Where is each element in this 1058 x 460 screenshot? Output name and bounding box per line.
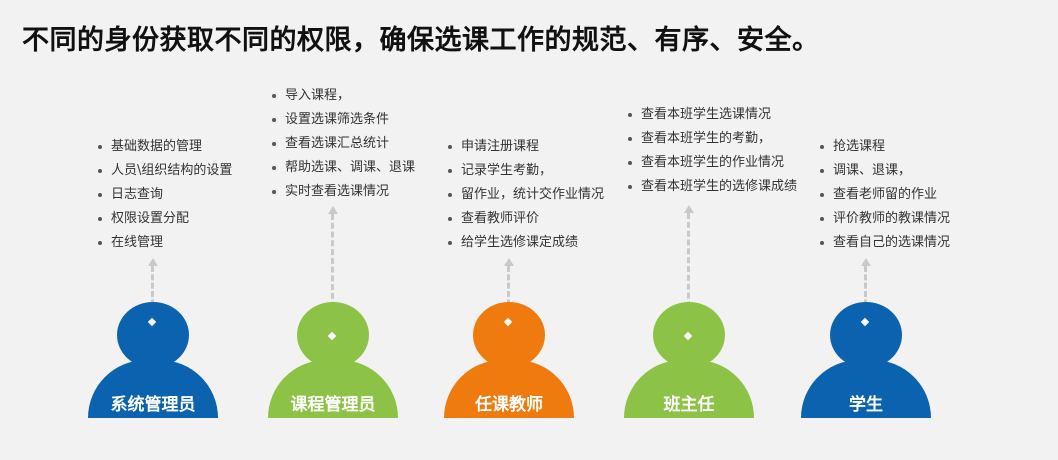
permission-list: 导入课程， 设置选课筛选条件 查看选课汇总统计 帮助选课、调课、退课 实时查看选… — [272, 84, 415, 204]
list-item: 留作业，统计交作业情况 — [448, 183, 604, 207]
permission-list: 抢选课程 调课、退课， 查看老师留的作业 评价教师的教课情况 查看自己的选课情况 — [820, 135, 950, 255]
role-label: 班主任 — [663, 395, 715, 415]
role-label: 课程管理员 — [290, 395, 376, 415]
list-item: 调课、退课， — [820, 159, 950, 183]
list-item: 查看老师留的作业 — [820, 183, 950, 207]
role-label: 学生 — [849, 395, 883, 415]
arrow-up-icon — [861, 258, 871, 266]
permission-list: 基础数据的管理 人员\组织结构的设置 日志查询 权限设置分配 在线管理 — [98, 135, 232, 255]
list-item: 在线管理 — [98, 231, 232, 255]
page-title: 不同的身份获取不同的权限，确保选课工作的规范、有序、安全。 — [22, 25, 820, 56]
dashed-connector — [507, 266, 510, 322]
role-label: 系统管理员 — [110, 395, 196, 415]
list-item: 权限设置分配 — [98, 207, 232, 231]
list-item: 帮助选课、调课、退课 — [272, 156, 415, 180]
role-label: 任课教师 — [475, 395, 543, 415]
list-item: 评价教师的教课情况 — [820, 207, 950, 231]
dashed-connector — [864, 266, 867, 322]
person-head-icon — [117, 302, 189, 368]
list-item: 查看教师评价 — [448, 207, 604, 231]
list-item: 查看自己的选课情况 — [820, 231, 950, 255]
list-item: 日志查询 — [98, 183, 232, 207]
list-item: 导入课程， — [272, 84, 415, 108]
list-item: 实时查看选课情况 — [272, 180, 415, 204]
list-item: 查看本班学生的选修课成绩 — [628, 175, 797, 199]
list-item: 基础数据的管理 — [98, 135, 232, 159]
person-head-icon — [473, 302, 545, 368]
list-item: 申请注册课程 — [448, 135, 604, 159]
dashed-connector — [151, 266, 154, 322]
list-item: 查看本班学生的作业情况 — [628, 151, 797, 175]
arrow-up-icon — [328, 206, 338, 214]
permission-list: 申请注册课程 记录学生考勤， 留作业，统计交作业情况 查看教师评价 给学生选修课… — [448, 135, 604, 255]
list-item: 给学生选修课定成绩 — [448, 231, 604, 255]
list-item: 抢选课程 — [820, 135, 950, 159]
arrow-up-icon — [684, 205, 694, 213]
dashed-connector — [331, 214, 334, 334]
list-item: 人员\组织结构的设置 — [98, 159, 232, 183]
arrow-up-icon — [504, 258, 514, 266]
list-item: 查看选课汇总统计 — [272, 132, 415, 156]
list-item: 查看本班学生选课情况 — [628, 103, 797, 127]
list-item: 设置选课筛选条件 — [272, 108, 415, 132]
list-item: 记录学生考勤， — [448, 159, 604, 183]
arrow-up-icon — [148, 258, 158, 266]
dashed-connector — [687, 213, 690, 334]
permission-list: 查看本班学生选课情况 查看本班学生的考勤， 查看本班学生的作业情况 查看本班学生… — [628, 103, 797, 199]
list-item: 查看本班学生的考勤， — [628, 127, 797, 151]
person-head-icon — [830, 302, 902, 368]
